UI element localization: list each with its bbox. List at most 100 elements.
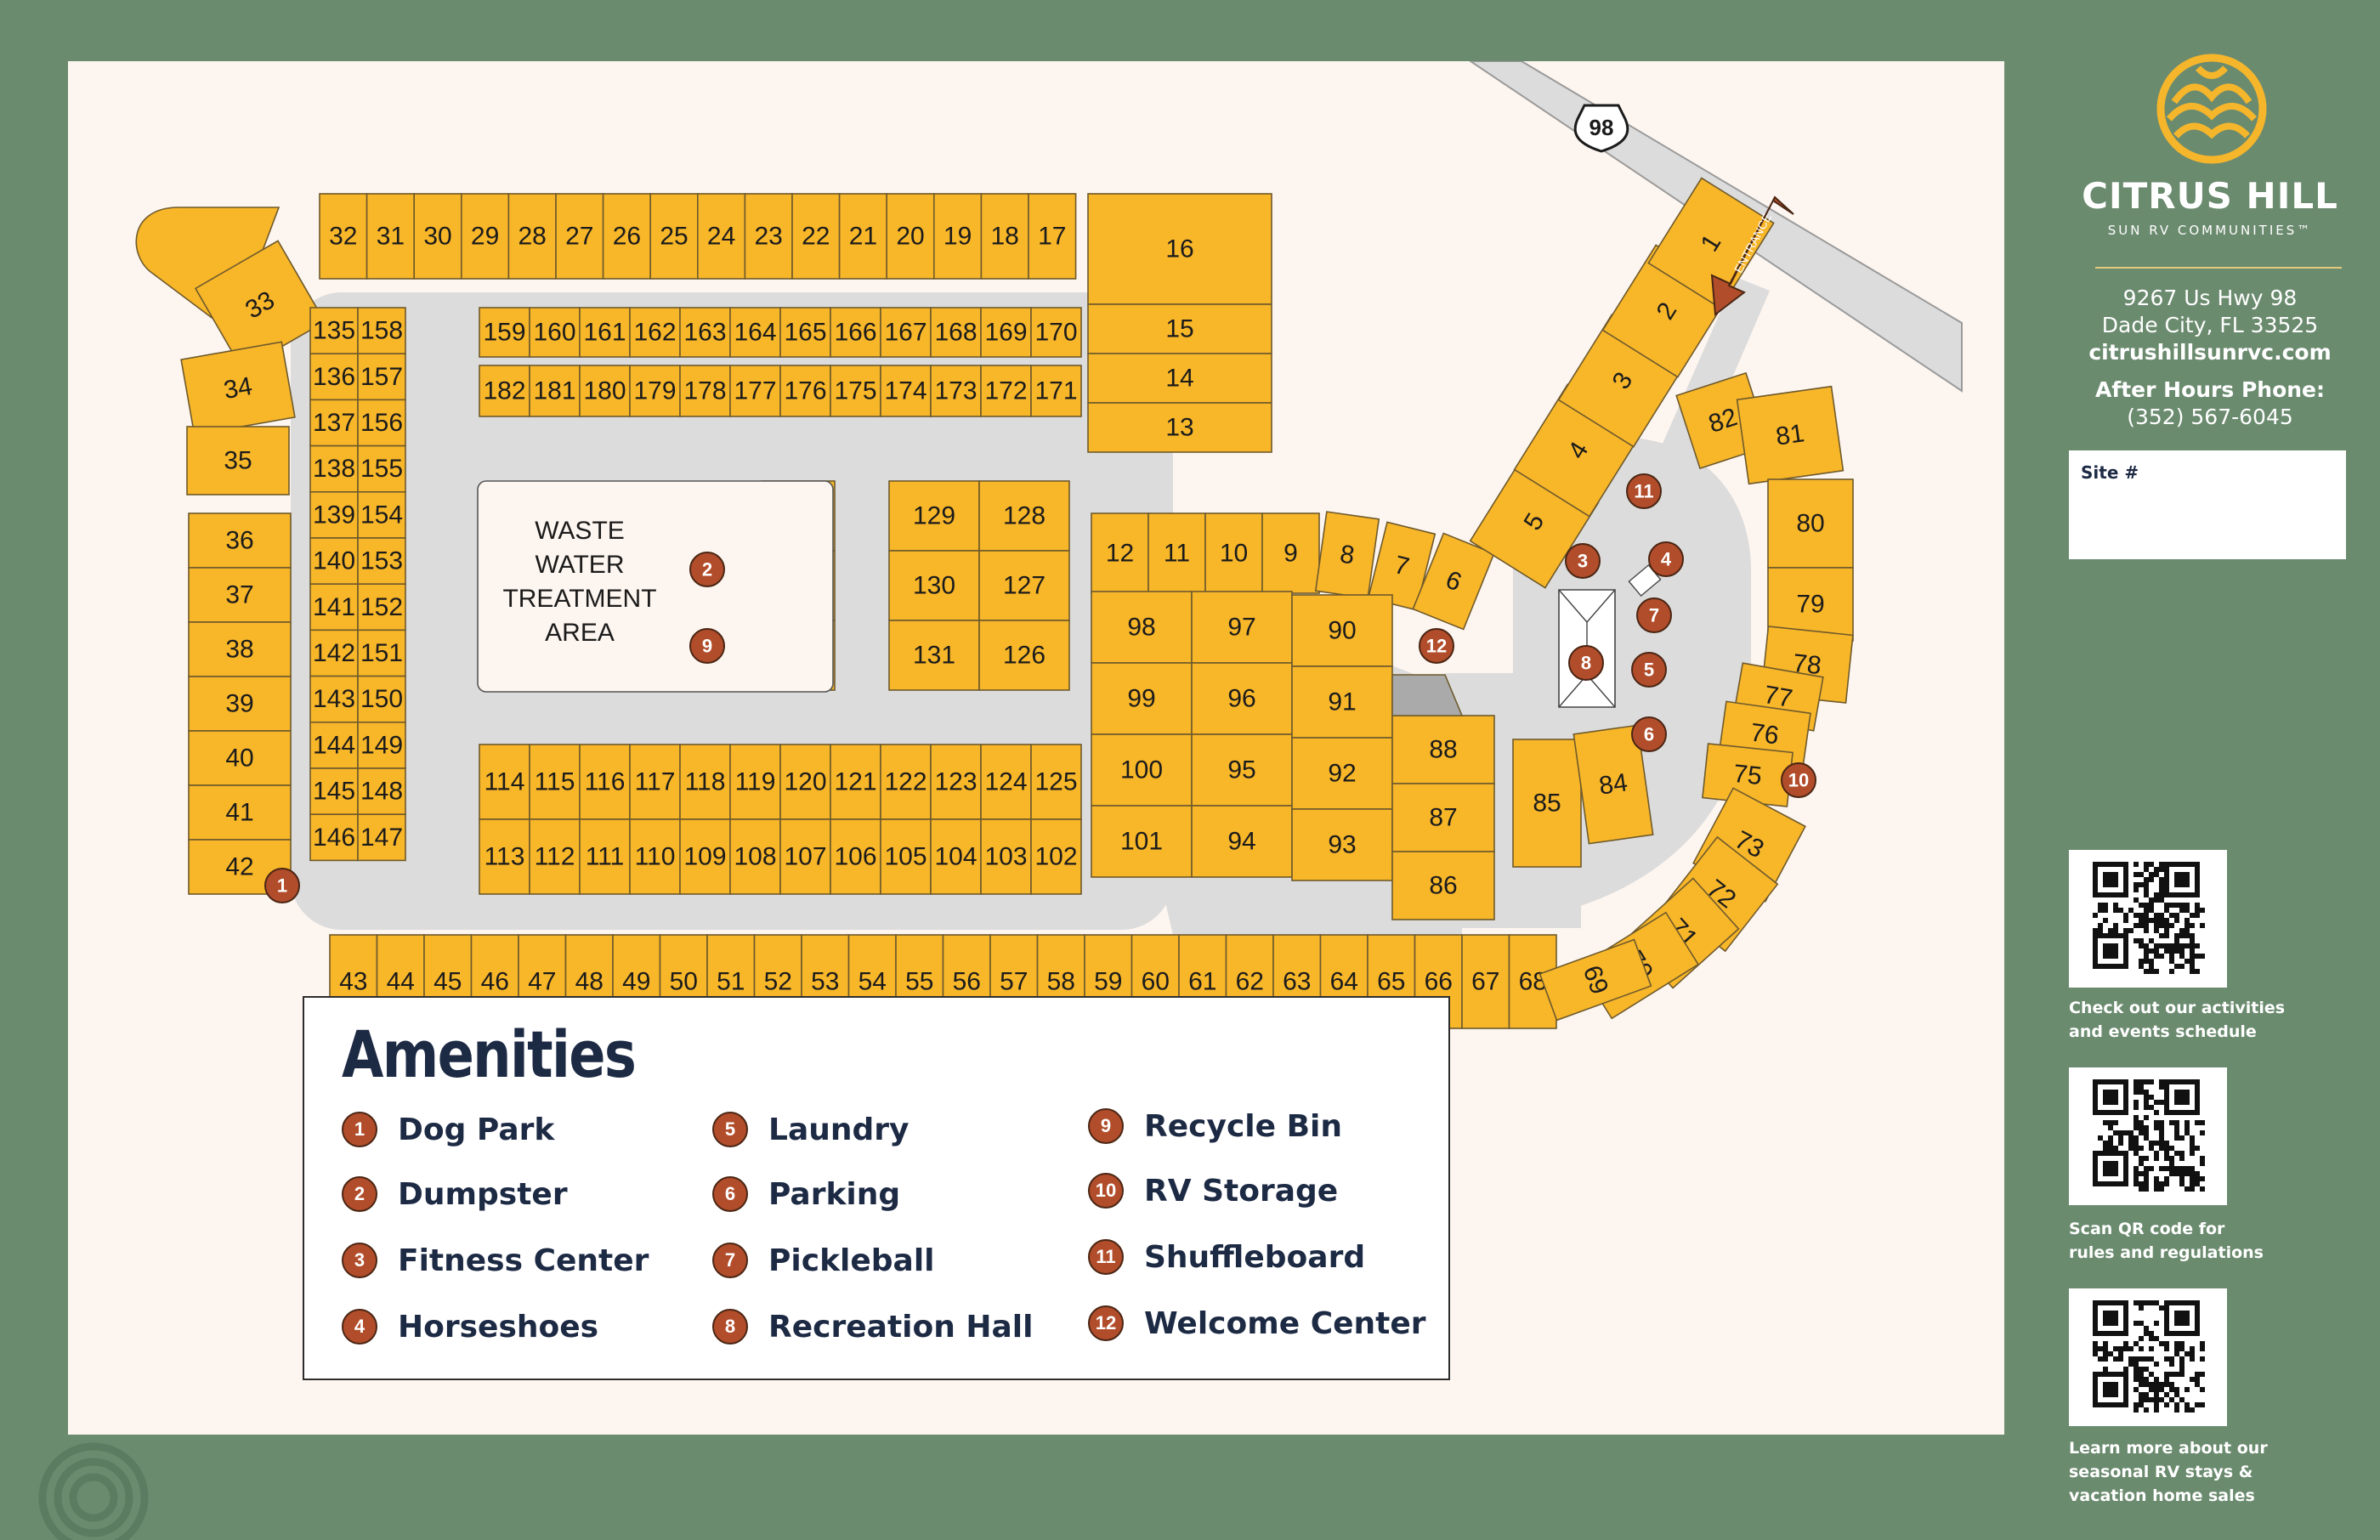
lot-13[interactable]: 13 — [1087, 402, 1272, 453]
lot-122[interactable]: 122 — [880, 744, 932, 820]
amenity-marker-3[interactable]: 3 — [1565, 543, 1601, 579]
qr-code-rules[interactable] — [2069, 1067, 2227, 1205]
lot-97[interactable]: 97 — [1191, 591, 1293, 664]
lot-25[interactable]: 25 — [649, 193, 699, 280]
lot-96[interactable]: 96 — [1191, 662, 1293, 735]
lot-131[interactable]: 131 — [888, 620, 980, 691]
lot-145[interactable]: 145 — [309, 767, 359, 816]
lot-117[interactable]: 117 — [629, 744, 681, 820]
lot-154[interactable]: 154 — [357, 490, 406, 539]
lot-170[interactable]: 170 — [1030, 307, 1082, 358]
lot-177[interactable]: 177 — [729, 365, 781, 417]
lot-14[interactable]: 14 — [1087, 353, 1272, 404]
lot-157[interactable]: 157 — [357, 353, 406, 401]
lot-123[interactable]: 123 — [930, 744, 982, 820]
lot-16[interactable]: 16 — [1087, 193, 1272, 305]
lot-161[interactable]: 161 — [579, 307, 631, 358]
lot-101[interactable]: 101 — [1091, 805, 1193, 878]
lot-80[interactable]: 80 — [1767, 478, 1854, 569]
lot-127[interactable]: 127 — [978, 550, 1070, 621]
qr-code-activities[interactable] — [2069, 850, 2227, 988]
lot-36[interactable]: 36 — [188, 512, 292, 569]
lot-129[interactable]: 129 — [888, 480, 980, 552]
lot-182[interactable]: 182 — [479, 365, 530, 417]
lot-22[interactable]: 22 — [791, 193, 841, 280]
lot-31[interactable]: 31 — [366, 193, 416, 280]
lot-6[interactable]: 6 — [1412, 532, 1495, 631]
amenity-marker-11[interactable]: 11 — [1626, 473, 1662, 509]
website-link[interactable]: citrushillsunrvc.com — [2088, 340, 2332, 365]
lot-85[interactable]: 85 — [1512, 739, 1582, 868]
lot-128[interactable]: 128 — [978, 480, 1070, 552]
lot-120[interactable]: 120 — [779, 744, 831, 820]
lot-91[interactable]: 91 — [1291, 665, 1393, 739]
lot-126[interactable]: 126 — [978, 620, 1070, 691]
lot-116[interactable]: 116 — [579, 744, 631, 820]
amenity-marker-2[interactable]: 2 — [689, 552, 725, 587]
lot-9[interactable]: 9 — [1261, 512, 1320, 594]
amenity-marker-4[interactable]: 4 — [1648, 541, 1684, 577]
lot-155[interactable]: 155 — [357, 444, 406, 493]
lot-144[interactable]: 144 — [309, 721, 359, 769]
lot-20[interactable]: 20 — [886, 193, 935, 280]
lot-18[interactable]: 18 — [980, 193, 1029, 280]
lot-1[interactable]: 1 — [1647, 177, 1775, 309]
qr-code-seasonal[interactable] — [2069, 1288, 2227, 1426]
lot-138[interactable]: 138 — [309, 444, 359, 493]
lot-8[interactable]: 8 — [1314, 511, 1380, 599]
lot-30[interactable]: 30 — [413, 193, 462, 280]
lot-41[interactable]: 41 — [188, 784, 292, 841]
lot-156[interactable]: 156 — [357, 399, 406, 447]
lot-142[interactable]: 142 — [309, 629, 359, 677]
lot-103[interactable]: 103 — [980, 818, 1032, 895]
lot-32[interactable]: 32 — [319, 193, 368, 280]
lot-169[interactable]: 169 — [980, 307, 1032, 358]
lot-148[interactable]: 148 — [357, 767, 406, 816]
lot-92[interactable]: 92 — [1291, 737, 1393, 810]
lot-172[interactable]: 172 — [980, 365, 1032, 417]
lot-109[interactable]: 109 — [679, 818, 731, 895]
amenity-marker-1[interactable]: 1 — [264, 868, 300, 903]
lot-93[interactable]: 93 — [1291, 808, 1393, 881]
lot-98[interactable]: 98 — [1091, 591, 1193, 664]
lot-27[interactable]: 27 — [555, 193, 604, 280]
lot-139[interactable]: 139 — [309, 490, 359, 539]
lot-125[interactable]: 125 — [1030, 744, 1082, 820]
lot-88[interactable]: 88 — [1391, 715, 1495, 784]
lot-33[interactable]: 33 — [194, 240, 326, 371]
lot-168[interactable]: 168 — [930, 307, 982, 358]
amenity-marker-7[interactable]: 7 — [1636, 597, 1672, 633]
lot-40[interactable]: 40 — [188, 730, 292, 786]
lot-84[interactable]: 84 — [1572, 724, 1654, 845]
lot-108[interactable]: 108 — [729, 818, 781, 895]
lot-95[interactable]: 95 — [1191, 733, 1293, 807]
lot-11[interactable]: 11 — [1148, 512, 1206, 594]
site-number-box[interactable]: Site # — [2069, 450, 2346, 559]
amenity-marker-12[interactable]: 12 — [1419, 628, 1454, 664]
lot-180[interactable]: 180 — [579, 365, 631, 417]
lot-135[interactable]: 135 — [309, 307, 359, 355]
lot-39[interactable]: 39 — [188, 676, 292, 732]
lot-100[interactable]: 100 — [1091, 733, 1193, 807]
lot-90[interactable]: 90 — [1291, 594, 1393, 667]
lot-178[interactable]: 178 — [679, 365, 731, 417]
lot-151[interactable]: 151 — [357, 629, 406, 677]
lot-111[interactable]: 111 — [579, 818, 631, 895]
amenity-marker-6[interactable]: 6 — [1631, 716, 1667, 752]
lot-141[interactable]: 141 — [309, 583, 359, 631]
lot-35[interactable]: 35 — [186, 426, 290, 495]
lot-152[interactable]: 152 — [357, 583, 406, 631]
lot-162[interactable]: 162 — [629, 307, 681, 358]
lot-99[interactable]: 99 — [1091, 662, 1193, 735]
lot-165[interactable]: 165 — [779, 307, 831, 358]
lot-171[interactable]: 171 — [1030, 365, 1082, 417]
lot-118[interactable]: 118 — [679, 744, 731, 820]
lot-86[interactable]: 86 — [1391, 851, 1495, 920]
lot-115[interactable]: 115 — [529, 744, 581, 820]
lot-143[interactable]: 143 — [309, 675, 359, 723]
lot-110[interactable]: 110 — [629, 818, 681, 895]
lot-153[interactable]: 153 — [357, 537, 406, 586]
amenity-marker-9[interactable]: 9 — [689, 628, 725, 664]
lot-37[interactable]: 37 — [188, 567, 292, 623]
lot-38[interactable]: 38 — [188, 621, 292, 677]
